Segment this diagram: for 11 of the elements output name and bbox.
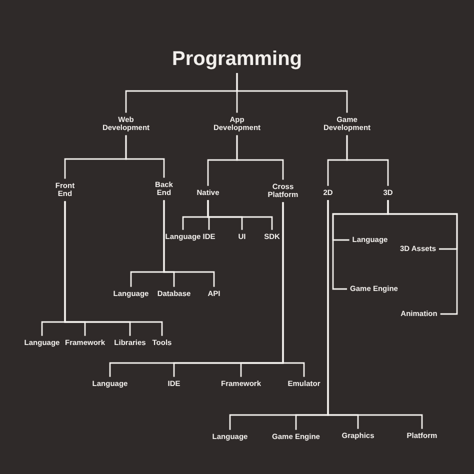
connector-line <box>387 200 458 315</box>
connector-line <box>327 200 423 429</box>
connector-line <box>236 135 284 180</box>
connector-line <box>282 202 305 377</box>
root-topic-label: Programming <box>172 48 302 70</box>
connector-line <box>236 73 348 113</box>
connector-line <box>346 135 389 186</box>
connector-line <box>125 135 165 178</box>
connector-line <box>64 201 163 336</box>
connector-line <box>207 200 273 230</box>
connector-line <box>163 200 215 287</box>
